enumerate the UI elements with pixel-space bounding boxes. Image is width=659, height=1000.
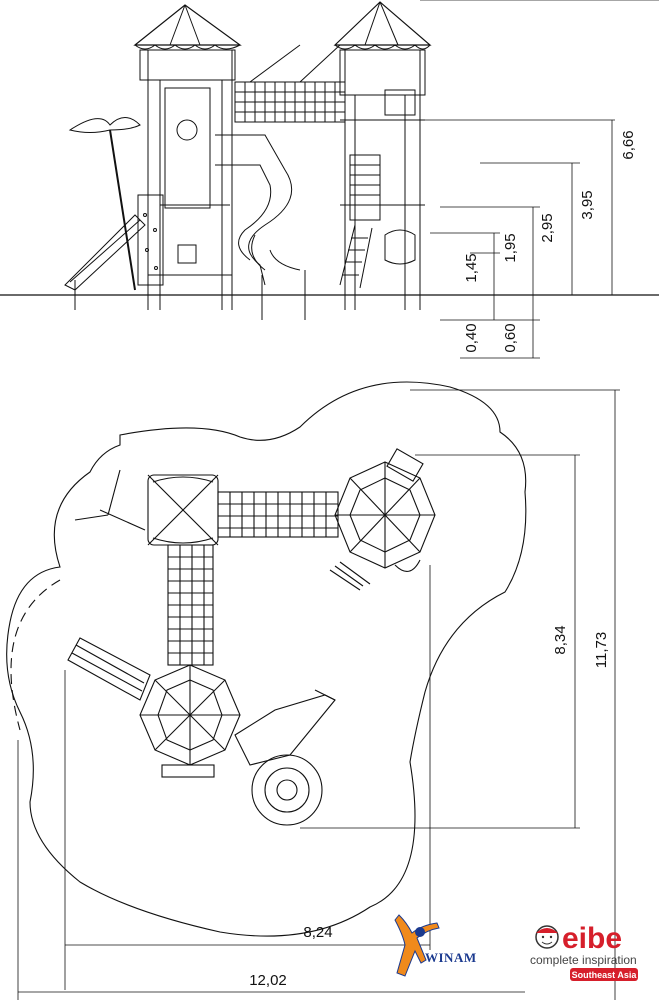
dim-height-060: 0,60 [502, 323, 519, 352]
eibe-region-badge [570, 968, 638, 981]
spiral-slide [215, 134, 306, 320]
eibe-tagline: complete inspiration [530, 953, 637, 967]
plan-straight-slide [67, 637, 151, 701]
eibe-region-label: Southeast Asia [572, 970, 638, 980]
safety-area-outline [6, 381, 527, 937]
elevation-dimension-lines [420, 0, 659, 359]
eibe-wordmark: eibe [562, 922, 622, 955]
plan-tower-top-right [329, 448, 436, 591]
palm-tree [68, 117, 141, 291]
left-tower [133, 4, 242, 310]
dim-height-195: 1,95 [502, 233, 519, 262]
dim-width-1173: 11,73 [593, 632, 610, 668]
eibe-logo: eibe complete inspiration Southeast Asia [530, 922, 638, 981]
plan-tower-bottom-left [139, 664, 241, 778]
elevation-dimension-labels: 6,66 3,95 2,95 1,95 1,45 0,40 0,60 [463, 130, 637, 352]
plan-bridge-horizontal [217, 491, 339, 538]
dim-length-1202: 12,02 [249, 972, 287, 989]
plan-tower-top-left [147, 474, 219, 546]
plan-bridge-vertical [167, 544, 214, 666]
plan-dimension-labels: 8,34 11,73 8,24 12,02 [249, 625, 610, 989]
elevation-view [0, 0, 659, 359]
right-tower [333, 1, 432, 310]
eibe-face-icon [535, 925, 559, 949]
dim-height-395: 3,95 [579, 190, 596, 219]
plan-spiral-slide [234, 689, 336, 826]
straight-slide [64, 214, 146, 310]
dim-height-666: 6,66 [620, 130, 637, 159]
dim-height-295: 2,95 [539, 213, 556, 242]
winam-logo: WINAM [394, 914, 477, 977]
dim-width-834: 8,34 [552, 625, 569, 654]
winam-figure-icon [394, 914, 440, 977]
net-bridge [234, 44, 346, 123]
plan-propeller [74, 469, 146, 531]
dim-height-145: 1,45 [463, 253, 480, 282]
dim-height-040: 0,40 [463, 323, 480, 352]
winam-wordmark: WINAM [425, 950, 477, 965]
dim-length-824: 8,24 [303, 924, 332, 941]
plan-view [6, 381, 620, 1000]
plan-dimension-lines [17, 389, 620, 1000]
